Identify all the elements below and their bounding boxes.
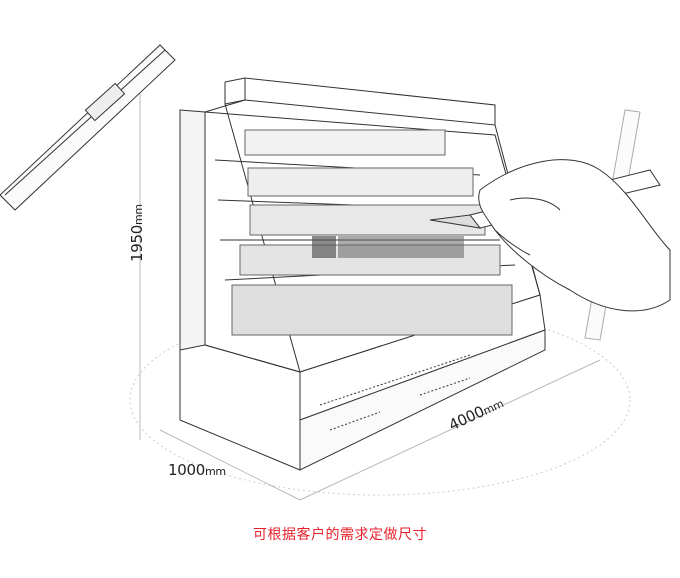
height-dimension-label: 1950mm (128, 204, 146, 262)
depth-unit: mm (204, 465, 226, 478)
caption-text: 可根据客户的需求定做尺寸 (253, 527, 427, 543)
floor-guide-ellipse (129, 304, 631, 496)
depth-value: 1000 (168, 461, 205, 479)
brand-logo-icon (312, 236, 336, 258)
products (231, 129, 513, 336)
guide-line (159, 429, 301, 501)
height-unit: mm (132, 204, 145, 226)
height-value: 1950 (128, 225, 146, 262)
ruler-icon (0, 44, 176, 211)
guide-line (299, 359, 601, 501)
brand-watermark (338, 236, 464, 258)
depth-dimension-label: 1000mm (168, 461, 226, 479)
hand-icon (478, 159, 671, 312)
